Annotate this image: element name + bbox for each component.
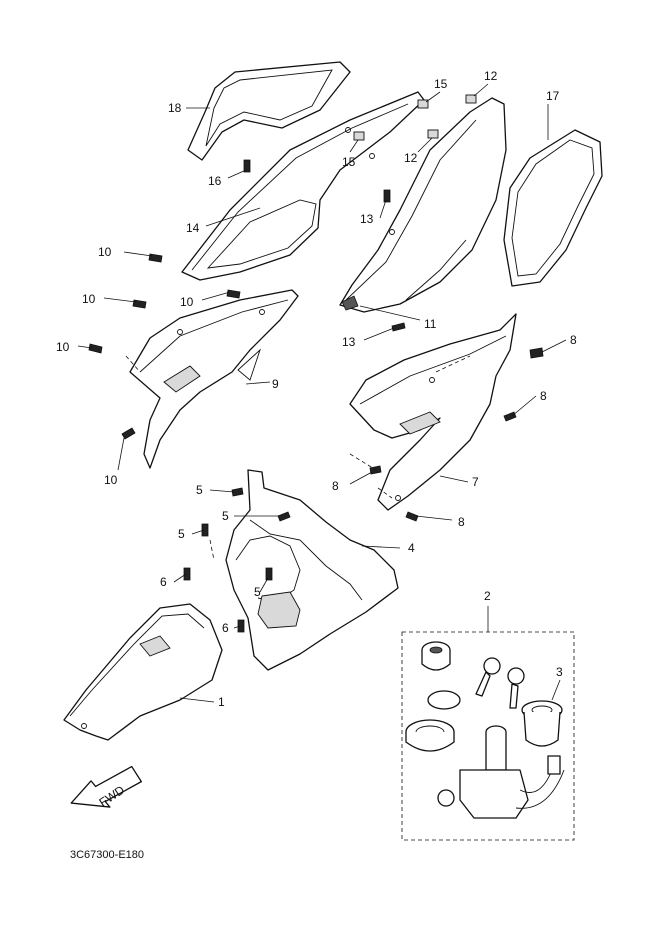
screw-part-10-b [132, 299, 147, 309]
screw-part-5-c [201, 523, 209, 537]
callout-5-b: 5 [222, 509, 229, 523]
callout-10-e: 10 [104, 473, 118, 487]
clip-part-12-lower [427, 129, 439, 139]
callout-7: 7 [472, 475, 479, 489]
screw-part-8-d [405, 511, 419, 522]
callout-12-b: 12 [404, 151, 418, 165]
callout-8-b: 8 [540, 389, 547, 403]
screw-part-13-upper [383, 189, 391, 203]
screw-part-13-lower [391, 322, 406, 332]
screw-part-8-b [503, 411, 517, 422]
leader-lines [77, 83, 567, 703]
callout-16: 16 [208, 174, 222, 188]
callout-6-a: 6 [160, 575, 167, 589]
callout-13-b: 13 [342, 335, 356, 349]
callout-15-a: 15 [434, 77, 448, 91]
screw-part-5-b [277, 511, 291, 522]
callout-10-a: 10 [98, 245, 112, 259]
callout-2: 2 [484, 589, 491, 603]
rear-cover-part-1 [63, 603, 223, 741]
lower-cover-left-part-9 [129, 289, 299, 469]
callout-10-b: 10 [82, 292, 96, 306]
callout-5-d: 5 [254, 585, 261, 599]
callout-6-b: 6 [222, 621, 229, 635]
callout-9: 9 [272, 377, 279, 391]
callout-14: 14 [186, 221, 200, 235]
screw-part-10-e [121, 427, 136, 440]
callout-13-a: 13 [360, 212, 374, 226]
forward-direction-arrow: FWD [70, 765, 143, 810]
callout-5-a: 5 [196, 483, 203, 497]
screw-part-10-c [226, 289, 241, 299]
inner-panel-part-4 [225, 469, 399, 671]
screw-part-5-d [265, 567, 273, 581]
key-set-box-part-2 [401, 606, 575, 841]
callout-12-a: 12 [484, 69, 498, 83]
callout-8-d: 8 [458, 515, 465, 529]
clip-part-15-upper [417, 99, 429, 109]
clip-part-15-lower [353, 131, 365, 141]
callout-15-b: 15 [342, 155, 356, 169]
clip-part-12-upper [465, 94, 477, 104]
callout-10-d: 10 [56, 340, 70, 354]
decal-right-part-17 [503, 129, 603, 287]
ignition-switch [437, 725, 565, 819]
screw-part-8-a [529, 347, 544, 359]
callout-5-c: 5 [178, 527, 185, 541]
side-cover-right-part-11 [339, 97, 507, 313]
callout-8-a: 8 [570, 333, 577, 347]
lower-cover-right-part-7 [349, 313, 517, 511]
callout-3: 3 [556, 665, 563, 679]
callout-labels: 18 17 15 12 15 12 16 14 13 10 10 10 10 1… [56, 69, 577, 709]
callout-11: 11 [424, 317, 437, 331]
screw-part-10-a [148, 253, 163, 263]
grommet-part-3 [521, 700, 563, 747]
cap-lock [405, 690, 461, 752]
callout-1: 1 [218, 695, 225, 709]
screw-part-6-b [237, 619, 245, 633]
figure-code: 3C67300-E180 [70, 849, 144, 861]
callout-18: 18 [168, 101, 182, 115]
key-icon [475, 657, 525, 709]
callout-17: 17 [546, 89, 560, 103]
screw-part-5-a [231, 487, 244, 497]
screw-part-10-d [88, 343, 103, 354]
screw-part-6-a [183, 567, 191, 581]
screw-part-16 [243, 159, 251, 173]
callout-10-c: 10 [180, 295, 194, 309]
callout-4: 4 [408, 541, 415, 555]
lock-cylinder [421, 641, 451, 671]
callout-8-c: 8 [332, 479, 339, 493]
